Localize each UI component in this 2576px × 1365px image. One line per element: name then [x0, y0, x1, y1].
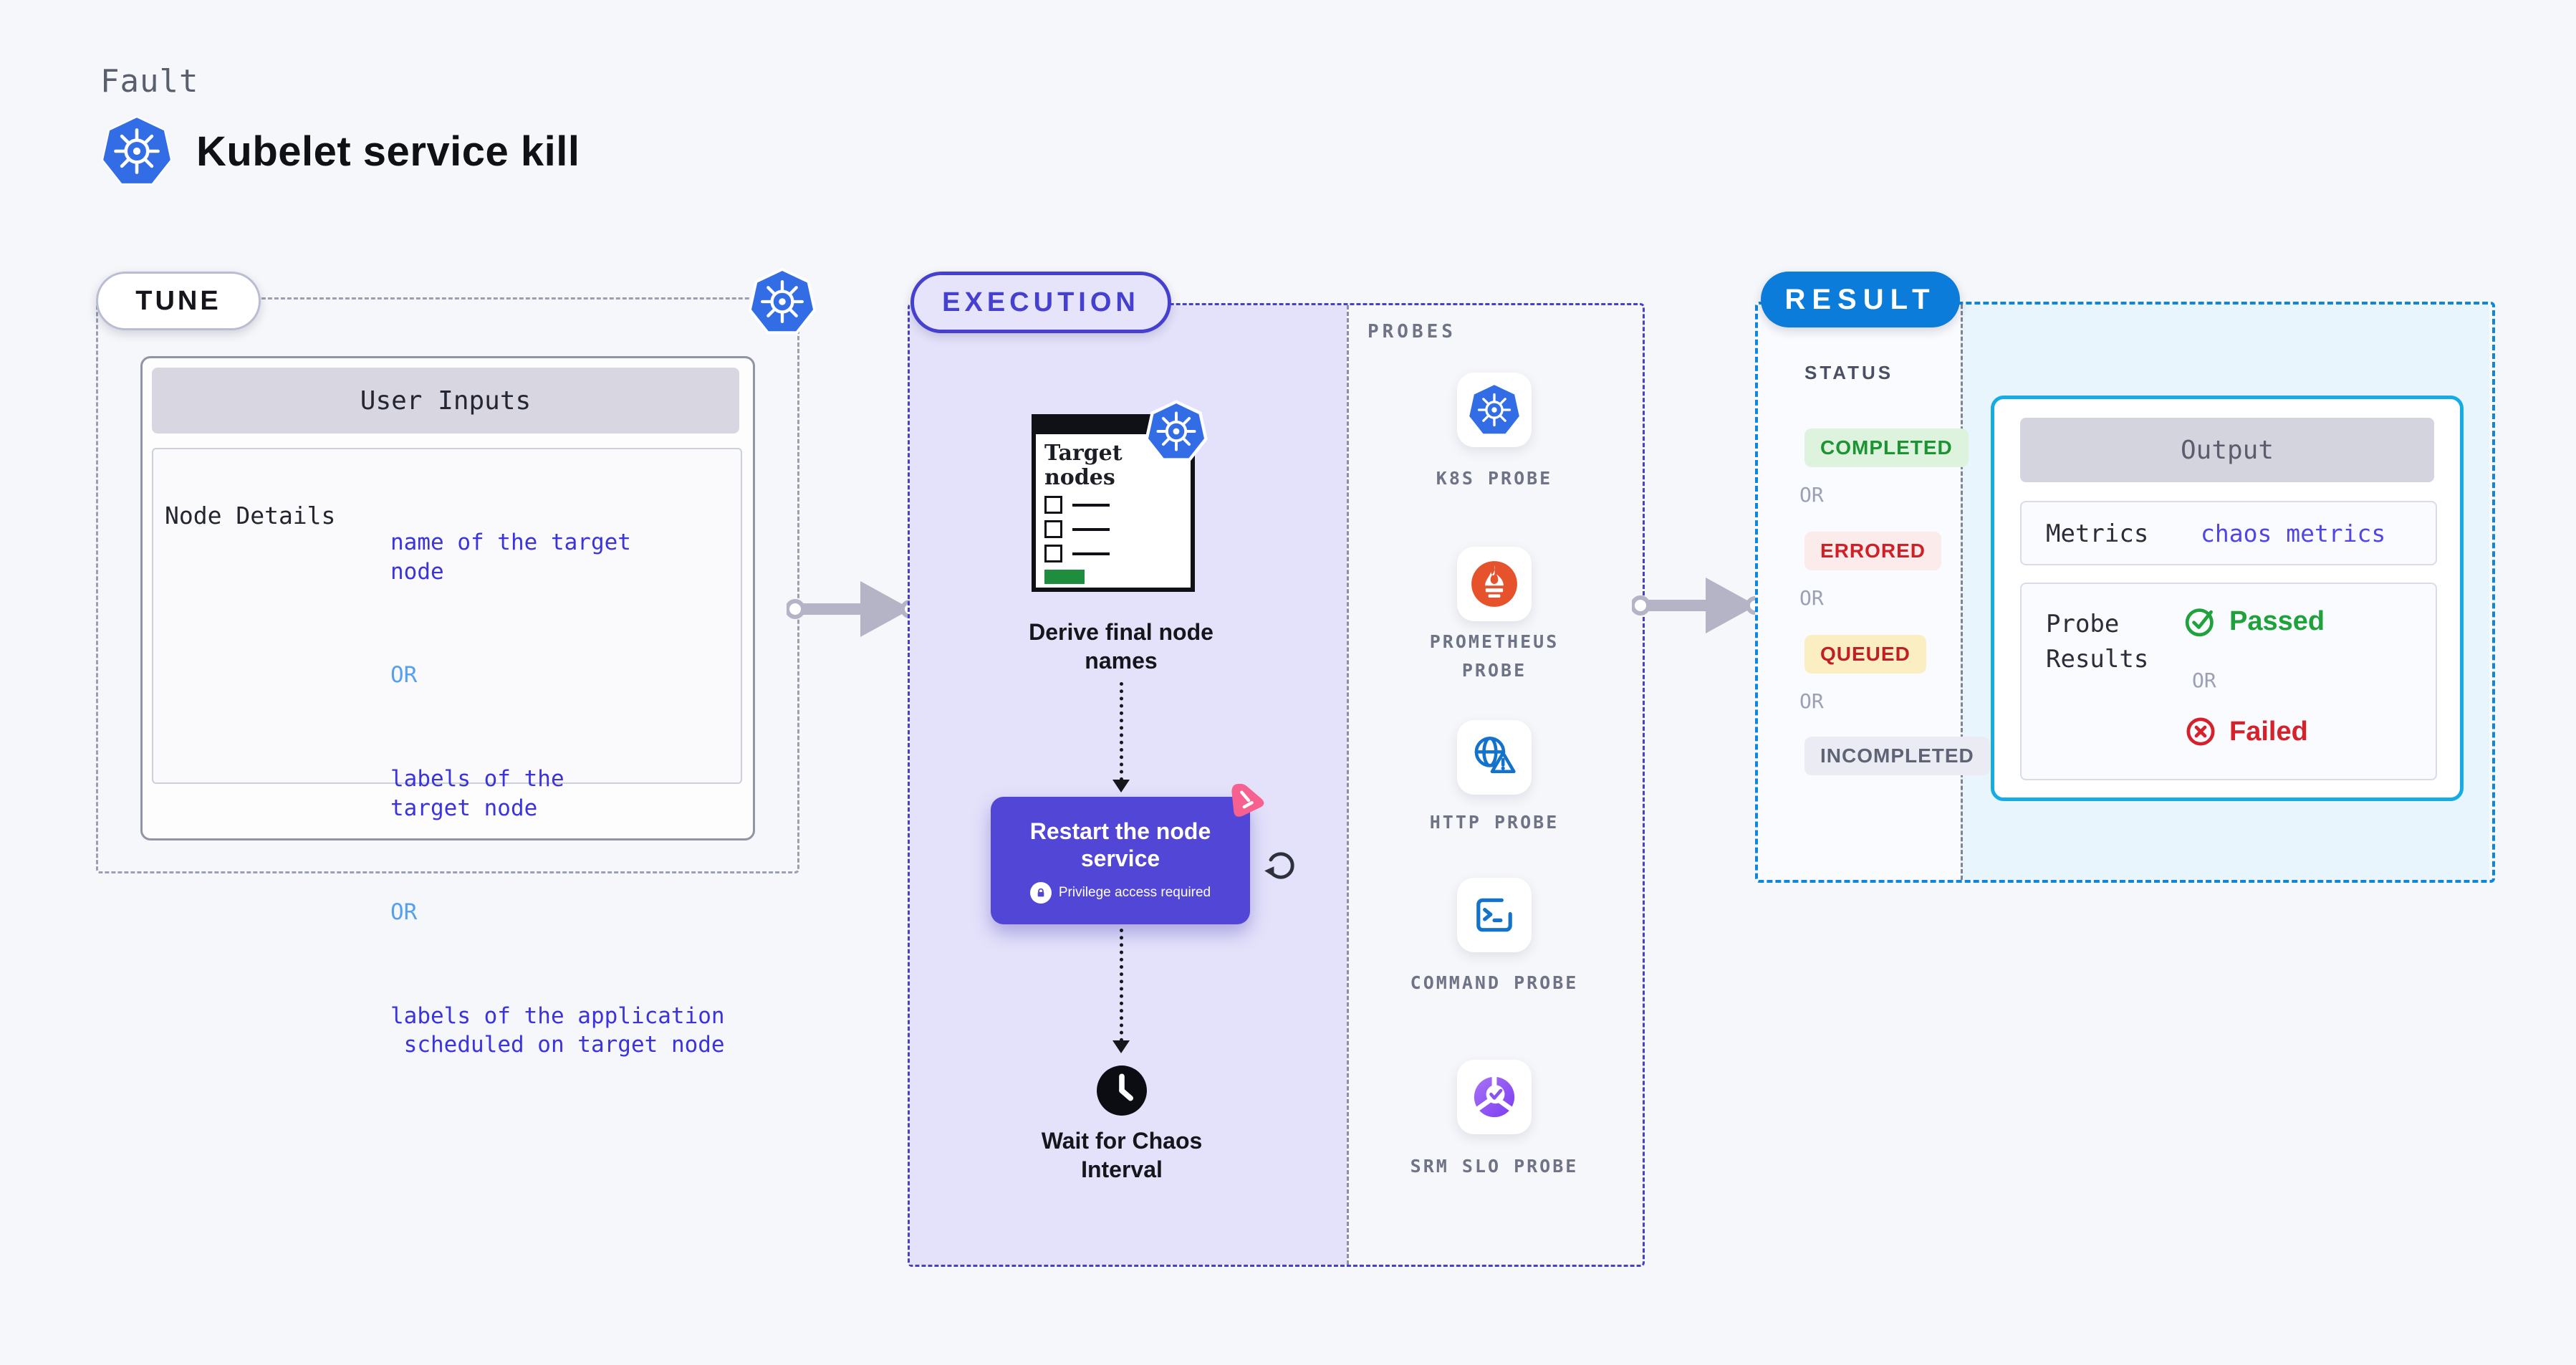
- clock-icon: [1097, 1065, 1147, 1116]
- node-details-label: Node Details: [165, 502, 336, 530]
- execution-badge-label: EXECUTION: [942, 287, 1140, 317]
- flow-connector: [1120, 929, 1123, 1042]
- kubernetes-icon: [1469, 385, 1519, 434]
- probes-divider: [1347, 305, 1349, 1265]
- page-title: Kubelet service kill: [196, 128, 580, 175]
- slo-donut-check-icon: [1474, 1074, 1515, 1118]
- x-circle-icon: [2186, 717, 2215, 746]
- arrow-down-icon: [1112, 780, 1130, 792]
- status-title: STATUS: [1804, 362, 1894, 383]
- execution-section: [908, 303, 1645, 1267]
- node-list-item: [1044, 545, 1191, 563]
- target-nodes-window: Target nodes: [1032, 414, 1195, 592]
- restart-node-service-step: Restart the node service Privilege acces…: [991, 797, 1250, 924]
- command-probe-card: [1457, 878, 1532, 952]
- or-separator: OR: [390, 662, 418, 689]
- probe-results-row: Probe Results Passed OR Failed: [2020, 583, 2437, 780]
- flow-connector: [1120, 682, 1123, 781]
- node-list-item: [1044, 496, 1191, 514]
- probe-label: HTTP PROBE: [1429, 812, 1559, 833]
- fault-category-label: Fault: [100, 63, 199, 100]
- checkbox-icon: [1044, 496, 1062, 514]
- check-circle-icon: [2185, 608, 2214, 637]
- probe-label: PROMETHEUS PROBE: [1429, 631, 1559, 681]
- prometheus-probe-card: [1457, 547, 1532, 621]
- srm-slo-probe-card: [1457, 1060, 1532, 1134]
- probe-label: SRM SLO PROBE: [1410, 1156, 1579, 1177]
- output-card: Output Metrics chaos metrics Probe Resul…: [1991, 396, 2464, 801]
- failed-result: Failed: [2183, 714, 2308, 749]
- probes-title: PROBES: [1368, 321, 1456, 343]
- result-badge: RESULT: [1761, 272, 1960, 327]
- tune-to-execution-arrow: [787, 581, 919, 637]
- tune-badge-label: TUNE: [135, 285, 221, 316]
- text-line: [1072, 552, 1110, 555]
- status-divider: [1961, 305, 1963, 880]
- kubernetes-icon: [101, 115, 173, 185]
- tune-badge: TUNE: [96, 272, 261, 330]
- refresh-icon: [1264, 852, 1294, 879]
- or-separator: OR: [1799, 689, 1824, 713]
- metrics-label: Metrics: [2046, 519, 2149, 548]
- metrics-value: chaos metrics: [2201, 519, 2386, 547]
- result-badge-label: RESULT: [1784, 283, 1936, 315]
- status-badge-queued: QUEUED: [1804, 635, 1926, 674]
- metrics-row: Metrics chaos metrics: [2020, 501, 2437, 565]
- tune-section: [96, 297, 799, 873]
- execution-to-result-arrow: [1632, 578, 1764, 633]
- probe-label: COMMAND PROBE: [1410, 972, 1579, 993]
- passed-label: Passed: [2229, 605, 2325, 636]
- restart-step-title: Restart the node service: [1029, 818, 1211, 871]
- or-separator: OR: [1799, 586, 1824, 610]
- execution-badge: EXECUTION: [910, 272, 1171, 333]
- http-probe-card: [1457, 720, 1532, 795]
- kubernetes-icon: [748, 267, 817, 335]
- green-button: [1044, 570, 1085, 585]
- terminal-icon: [1476, 898, 1512, 932]
- probe-results-label: Probe Results: [2046, 610, 2149, 674]
- prometheus-icon: [1471, 561, 1517, 607]
- kubernetes-icon: [1145, 400, 1208, 461]
- status-badge-errored: ERRORED: [1804, 532, 1942, 570]
- node-details-row: [152, 448, 742, 784]
- page-title-row: Kubelet service kill: [100, 115, 580, 188]
- or-separator: OR: [2192, 669, 2216, 692]
- checkbox-icon: [1044, 545, 1062, 563]
- window-body: Target nodes: [1032, 430, 1195, 592]
- status-badge-incompleted: INCOMPLETED: [1804, 737, 1990, 775]
- chaos-spark-icon: [1231, 783, 1264, 817]
- node-details-value: labels of the application scheduled on t…: [390, 1002, 725, 1058]
- user-inputs-title: User Inputs: [152, 368, 739, 434]
- node-details-value: name of the target node: [390, 529, 631, 585]
- text-line: [1072, 527, 1110, 531]
- arrow-down-icon: [1112, 1040, 1130, 1053]
- node-details-value: labels of the target node: [390, 766, 564, 822]
- node-list-item: [1044, 520, 1191, 539]
- window-title-bar: [1032, 414, 1169, 431]
- privilege-note-text: Privilege access required: [1058, 885, 1211, 901]
- k8s-probe-card: [1457, 373, 1532, 447]
- status-badge-completed: COMPLETED: [1804, 428, 1969, 467]
- target-nodes-title: Target nodes: [1044, 441, 1123, 490]
- checkbox-icon: [1044, 520, 1062, 539]
- wait-chaos-interval-step: Wait for Chaos Interval: [1041, 1128, 1203, 1182]
- privilege-note: Privilege access required: [1029, 882, 1211, 904]
- output-title: Output: [2020, 418, 2434, 482]
- failed-label: Failed: [2229, 716, 2308, 747]
- text-line: [1072, 503, 1110, 507]
- node-details-values: name of the target node OR labels of the…: [390, 469, 743, 1134]
- probe-label: K8S PROBE: [1436, 468, 1553, 489]
- lock-icon: [1029, 882, 1052, 904]
- passed-result: Passed: [2183, 604, 2325, 638]
- or-separator: OR: [390, 899, 418, 925]
- derive-node-names-step: Derive final node names: [1029, 619, 1213, 674]
- or-separator: OR: [1799, 483, 1824, 507]
- globe-warning-icon: [1474, 737, 1516, 774]
